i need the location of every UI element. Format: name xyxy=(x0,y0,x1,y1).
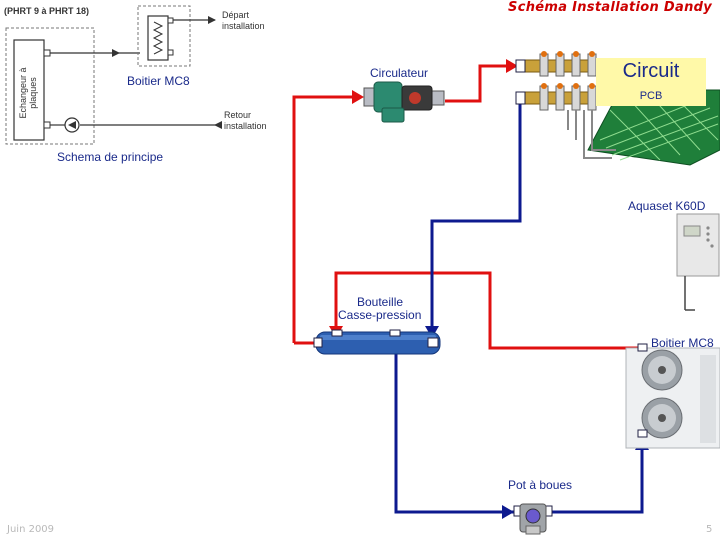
circuit-port-cold xyxy=(515,91,526,105)
bottle-port-left xyxy=(313,337,323,348)
pac-port-hot xyxy=(637,343,648,352)
cold-pipe-to-pot xyxy=(394,345,514,514)
cold-pipe-from-circuit xyxy=(430,100,522,338)
aquaset-label: Aquaset K60D xyxy=(628,199,706,213)
buffer-bottle xyxy=(313,329,441,355)
principle-arrow-top xyxy=(112,49,120,57)
aquaset-thermostat xyxy=(676,213,720,311)
pac-port-cold xyxy=(637,429,648,438)
principle-caption: Schema de principe xyxy=(57,150,164,164)
mc8-port-in xyxy=(167,49,174,56)
circuit-port-hot xyxy=(515,59,526,73)
hot-arrow-circulator xyxy=(352,90,364,104)
circulator-pump xyxy=(363,81,445,123)
footer-date: Juin 2009 xyxy=(7,524,55,535)
page-title: Schéma Installation Dandy xyxy=(508,0,712,15)
hot-pipe-to-circuit xyxy=(445,64,520,103)
bottle-port-top-mid xyxy=(389,329,401,337)
hot-pipe-to-circulator xyxy=(292,95,360,343)
retour-label: Retour installation xyxy=(224,110,267,131)
circuit-title: Circuit xyxy=(622,60,680,82)
page-number: 5 xyxy=(706,524,713,535)
bottle-label-line2: Casse-pression xyxy=(338,308,422,322)
model-range-label: (PHRT 9 à PHRT 18) xyxy=(4,6,90,16)
mc8-dashed-box xyxy=(137,5,191,67)
boitier-label: Boitier MC8 xyxy=(651,336,714,350)
bottle-port-right xyxy=(427,337,439,348)
hot-pipe-from-pac xyxy=(334,271,642,350)
exchanger-rect xyxy=(13,39,45,141)
pump-triangle xyxy=(68,121,76,129)
retour-arrow xyxy=(214,121,222,129)
mud-pot-label: Pot à boues xyxy=(508,478,573,492)
cold-pipe-to-pac xyxy=(552,438,644,514)
heat-pump-unit xyxy=(625,343,720,449)
principle-diagram xyxy=(5,5,222,145)
mud-pot xyxy=(513,503,553,535)
floor-heating-collector xyxy=(515,51,720,166)
circulator-label: Circulateur xyxy=(370,66,429,80)
principle-box-label: Boitier MC8 xyxy=(127,74,190,88)
depart-arrow xyxy=(208,16,216,24)
mc8-resistance-zigzag xyxy=(152,21,164,55)
mc8-heater-rect xyxy=(147,15,169,61)
circuit-label-box: Circuit PCB xyxy=(596,58,706,106)
circuit-subtitle: PCB xyxy=(639,90,663,102)
principle-outer-box xyxy=(5,27,95,145)
depart-label: Départ installation xyxy=(222,10,265,31)
cold-arrow-pot xyxy=(502,505,514,519)
hot-arrow-circuit xyxy=(506,59,518,73)
bottle-label-line1: Bouteille xyxy=(357,295,404,309)
bottle-port-top-left xyxy=(331,329,343,337)
